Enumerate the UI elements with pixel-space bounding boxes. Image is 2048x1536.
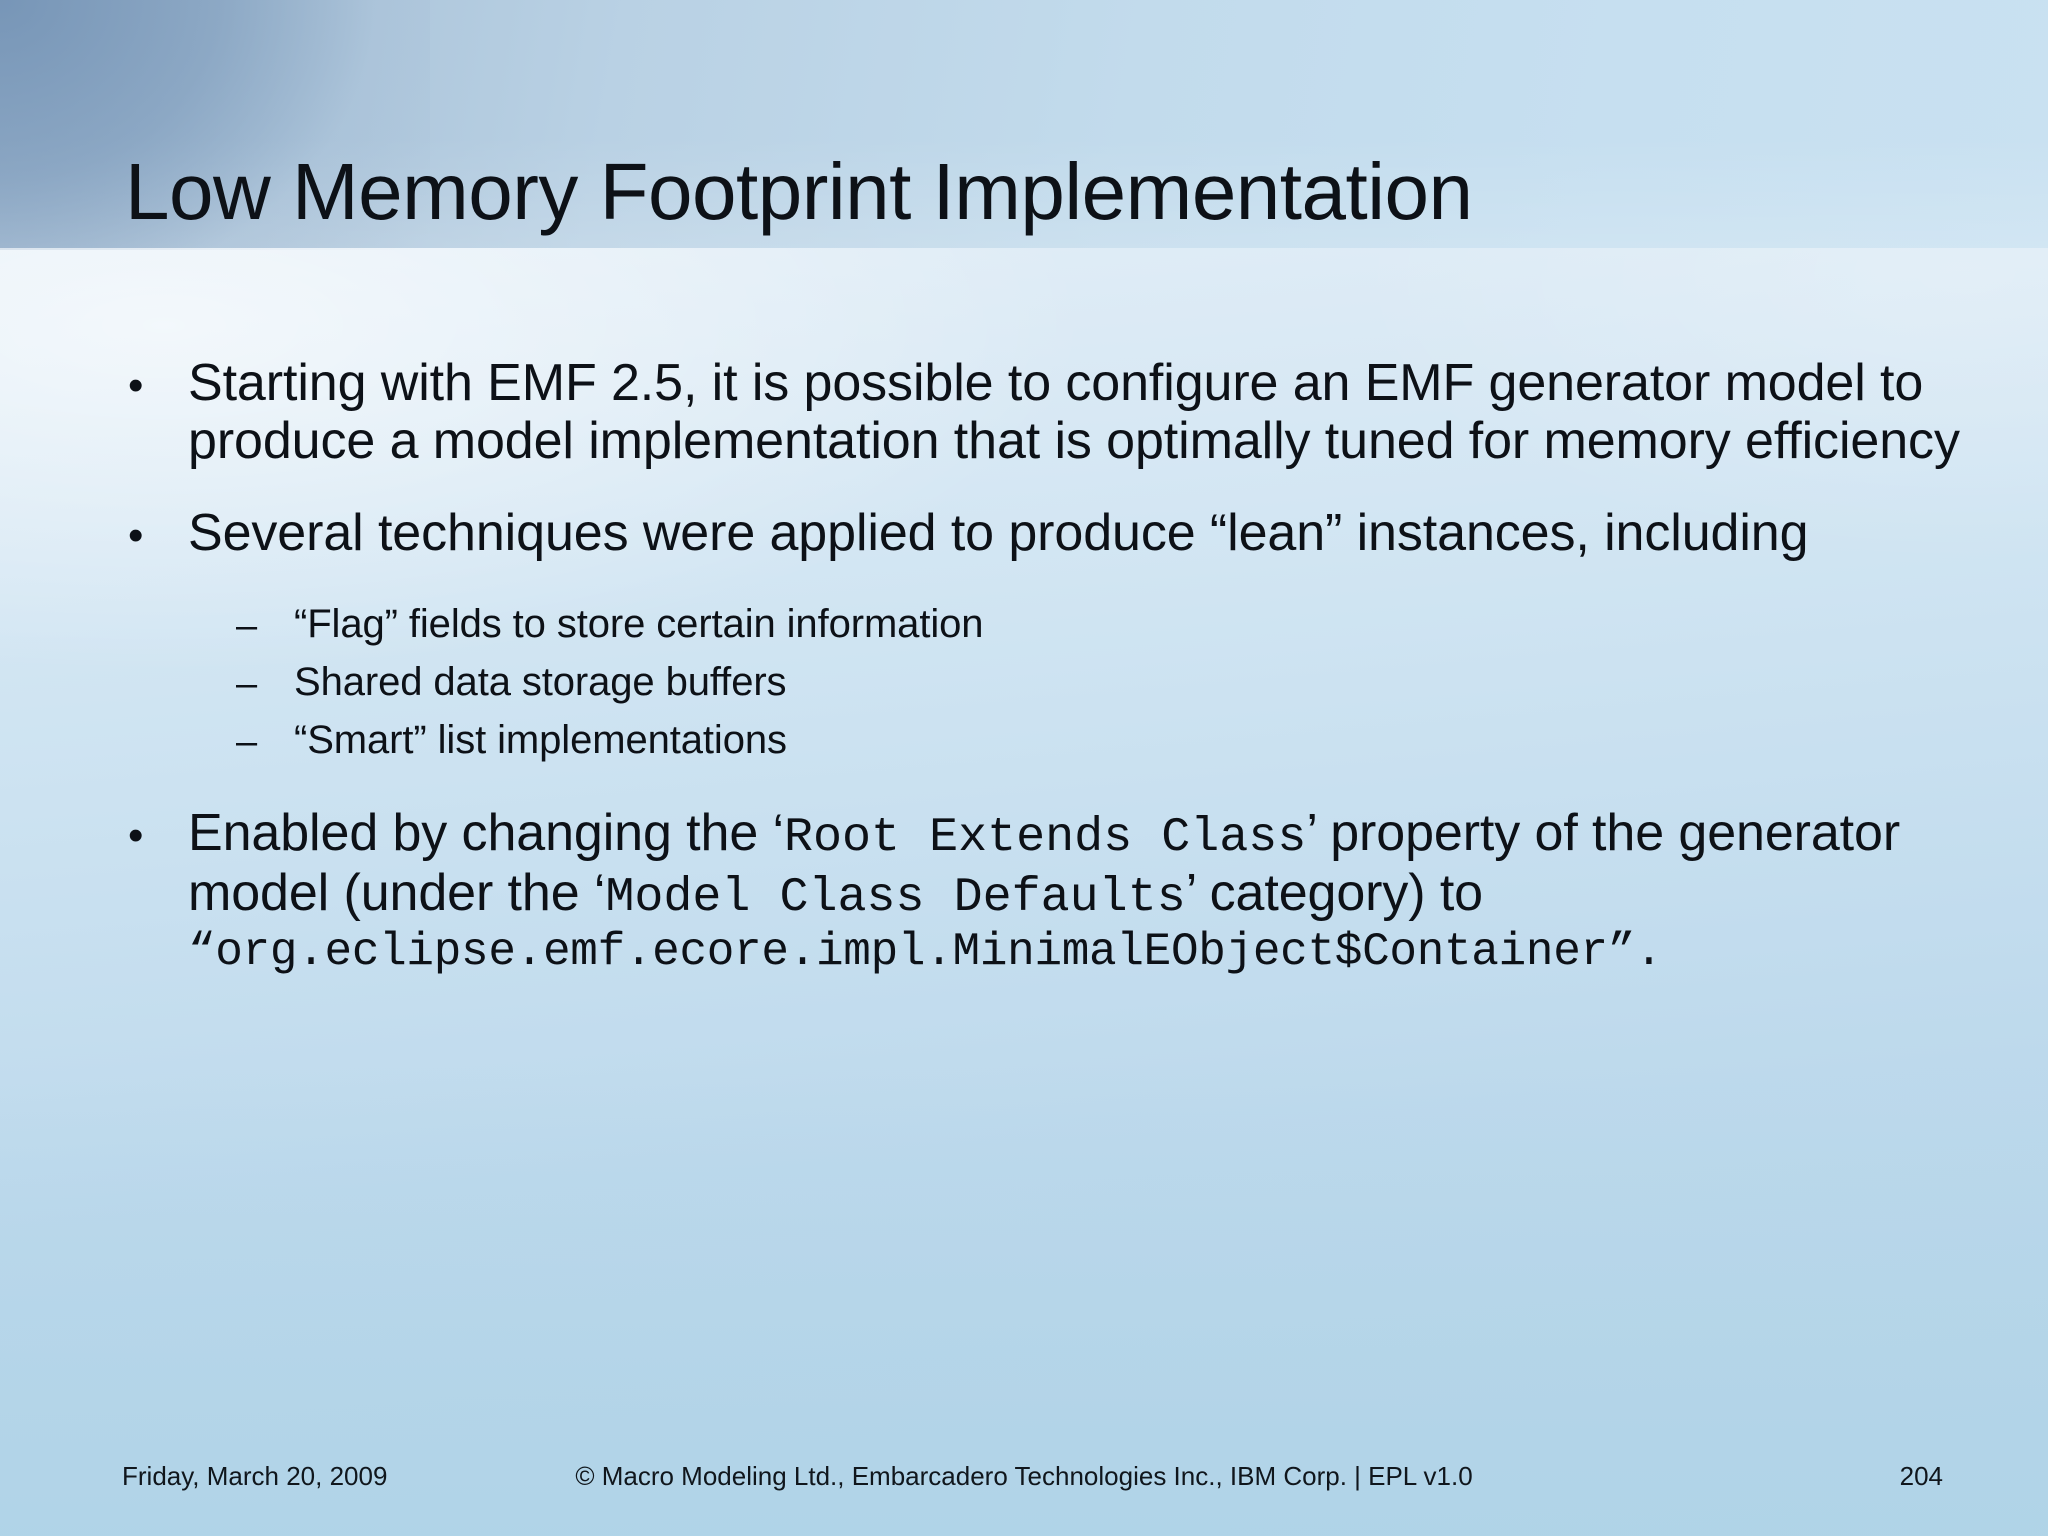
- bullet-text: Several techniques were applied to produ…: [188, 503, 1809, 562]
- footer-page-number: 204: [1899, 1461, 1943, 1491]
- sub-bullet-text: “Flag” fields to store certain informati…: [294, 601, 984, 646]
- footer-copyright: © Macro Modeling Ltd., Embarcadero Techn…: [575, 1461, 1473, 1491]
- code-model-class-defaults: Model Class Defaults: [605, 869, 1186, 925]
- bullet-dot-icon: •: [128, 510, 144, 560]
- bullet-item-final: • Enabled by changing the ‘Root Extends …: [110, 803, 1970, 980]
- slide-footer: Friday, March 20, 2009 © Macro Modeling …: [0, 1441, 2048, 1536]
- final-text-part-3: ’ category) to: [1185, 863, 1483, 922]
- sub-bullet-text: “Smart” list implementations: [294, 717, 787, 762]
- sub-bullet-text: Shared data storage buffers: [294, 659, 787, 704]
- sub-bullet-item: – “Smart” list implementations: [110, 717, 1970, 767]
- bullet-dash-icon: –: [236, 662, 258, 705]
- code-root-extends-class: Root Extends Class: [783, 809, 1307, 865]
- code-minimal-eobject-container: “org.eclipse.emf.ecore.impl.MinimalEObje…: [188, 925, 1663, 978]
- bullet-dash-icon: –: [236, 604, 258, 647]
- footer-date: Friday, March 20, 2009: [122, 1461, 388, 1491]
- spacer: [110, 775, 1970, 805]
- bullet-dash-icon: –: [236, 720, 258, 763]
- bullet-item: • Several techniques were applied to pro…: [110, 503, 1970, 567]
- final-text-part-2: ’ property of the generator model (under…: [188, 803, 1901, 922]
- slide-content: • Starting with EMF 2.5, it is possible …: [110, 354, 1970, 998]
- spacer: [110, 585, 1970, 601]
- bullet-dot-icon: •: [128, 361, 144, 410]
- bullet-item: • Starting with EMF 2.5, it is possible …: [110, 354, 1970, 471]
- bottom-tint-decoration: [0, 1066, 2048, 1536]
- spacer: [110, 489, 1970, 505]
- slide-title: Low Memory Footprint Implementation: [125, 147, 1473, 236]
- final-text-part-1: Enabled by changing the ‘: [188, 803, 784, 862]
- sub-bullet-item: – Shared data storage buffers: [110, 659, 1970, 709]
- sub-bullet-item: – “Flag” fields to store certain informa…: [110, 601, 1970, 651]
- bullet-text: Starting with EMF 2.5, it is possible to…: [188, 354, 1960, 470]
- bullet-text-final: Enabled by changing the ‘Root Extends Cl…: [188, 803, 1970, 980]
- bullet-dot-icon: •: [128, 810, 144, 860]
